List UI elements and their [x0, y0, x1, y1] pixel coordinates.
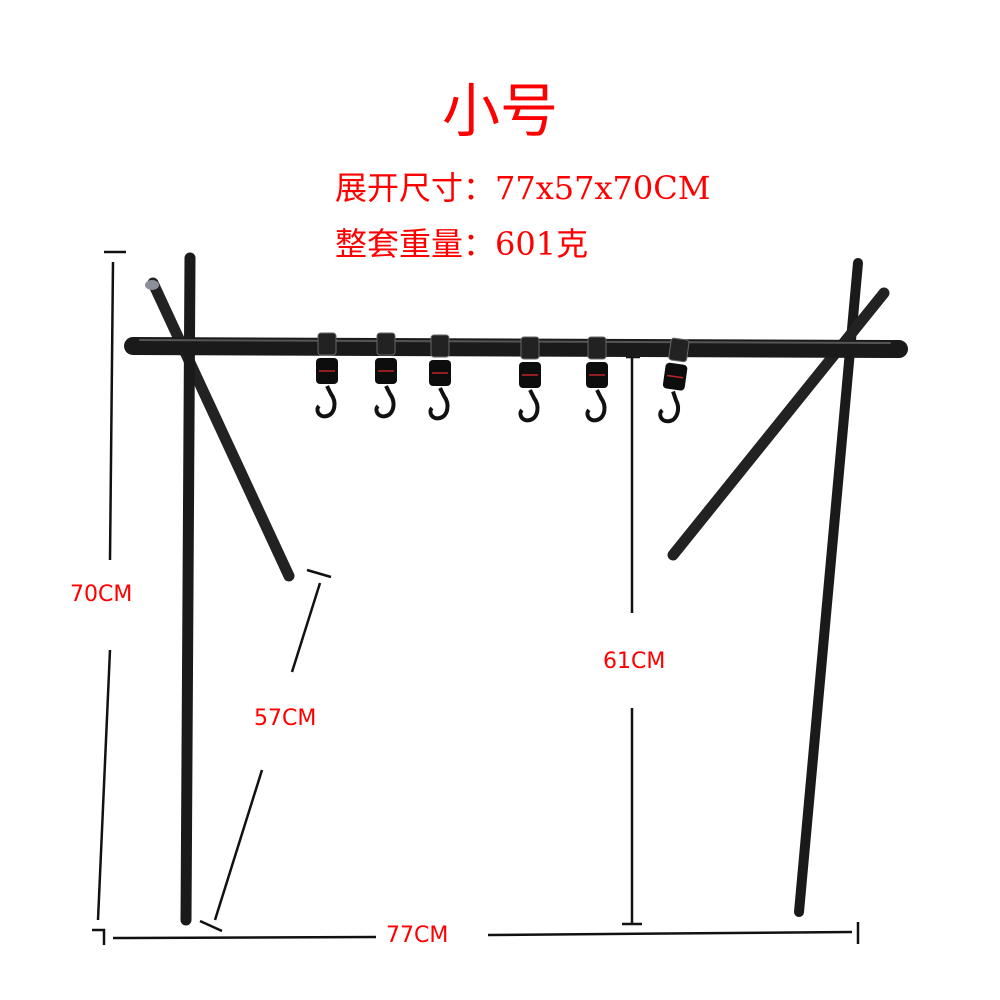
hook-3 — [428, 334, 451, 421]
left-leg — [180, 252, 196, 926]
size-title: 小号 — [441, 77, 558, 145]
top-bar — [124, 337, 908, 358]
hook-1 — [315, 332, 338, 419]
hook-2 — [374, 332, 397, 419]
total-weight: 整套重量：601克 — [335, 228, 588, 260]
hooks — [315, 332, 690, 424]
weight-value: 601克 — [495, 225, 589, 263]
left-brace — [147, 277, 295, 582]
width-dimension-label: 77CM — [386, 923, 449, 948]
hook-5 — [585, 336, 608, 423]
unfolded-size-value: 77x57x70CM — [495, 169, 711, 207]
right-leg — [794, 258, 863, 917]
unfolded-size: 展开尺寸：77x57x70CM — [335, 172, 711, 204]
hook-4 — [518, 336, 541, 423]
height-dimension-label: 70CM — [70, 582, 133, 607]
hook-6 — [658, 337, 690, 424]
rack-frame — [124, 252, 908, 926]
depth-dimension-label: 57CM — [254, 706, 317, 731]
right-brace — [667, 287, 890, 561]
weight-label: 整套重量： — [335, 225, 496, 263]
hook-height-dimension-label: 61CM — [603, 649, 666, 674]
dimension-lines — [92, 250, 860, 945]
unfolded-size-label: 展开尺寸： — [335, 169, 496, 207]
